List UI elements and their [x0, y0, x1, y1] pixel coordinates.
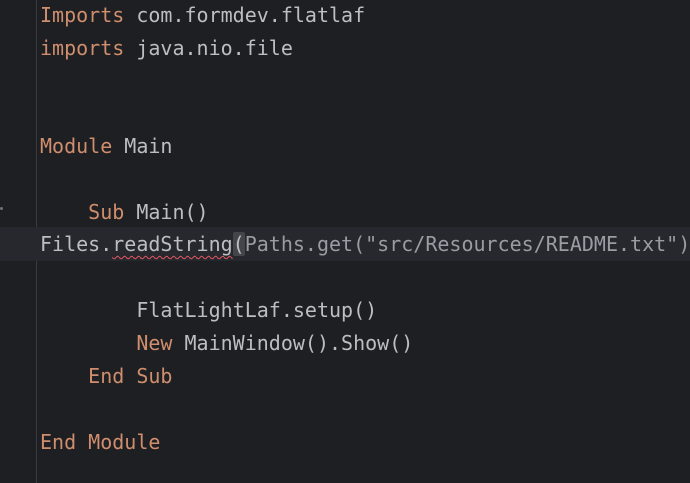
open-paren-match: (: [232, 232, 245, 256]
paths-get-argument: Paths.get("src/Resources/README.txt"): [244, 232, 690, 256]
indent: [40, 298, 136, 322]
readstring-method-error[interactable]: readString: [112, 232, 233, 256]
files-object: Files.: [40, 232, 113, 256]
import-path: java.nio.file: [124, 36, 293, 60]
keyword-module: Module: [40, 134, 113, 158]
code-line-9[interactable]: End Module: [40, 427, 160, 457]
keyword-sub: Sub: [88, 200, 125, 224]
keyword-new: New: [136, 331, 173, 355]
keyword-imports: imports: [40, 36, 125, 60]
indent: [40, 200, 88, 224]
indent: [40, 331, 136, 355]
mainwindow-show-call: MainWindow().Show(): [172, 331, 414, 355]
code-line-1[interactable]: Imports com.formdev.flatlaf: [40, 0, 365, 30]
code-line-7[interactable]: New MainWindow().Show(): [40, 328, 413, 358]
setup-call: FlatLightLaf.setup(): [136, 298, 378, 322]
code-line-6[interactable]: FlatLightLaf.setup(): [40, 295, 377, 325]
code-line-5[interactable]: Files.readString(Paths.get("src/Resource…: [40, 229, 690, 259]
keyword-imports: Imports: [40, 3, 125, 27]
import-path: com.formdev.flatlaf: [124, 3, 366, 27]
code-line-2[interactable]: imports java.nio.file: [40, 33, 293, 63]
indent: [40, 364, 88, 388]
keyword-end-module: End Module: [40, 430, 161, 454]
sub-signature: Main(): [124, 200, 209, 224]
code-line-8[interactable]: End Sub: [40, 361, 172, 391]
gutter-marker-icon: [0, 207, 3, 210]
keyword-end-sub: End Sub: [88, 364, 173, 388]
code-line-4[interactable]: Sub Main(): [40, 197, 209, 227]
module-name: Main: [112, 134, 173, 158]
code-line-3[interactable]: Module Main: [40, 131, 172, 161]
current-line-highlight: [0, 227, 690, 261]
